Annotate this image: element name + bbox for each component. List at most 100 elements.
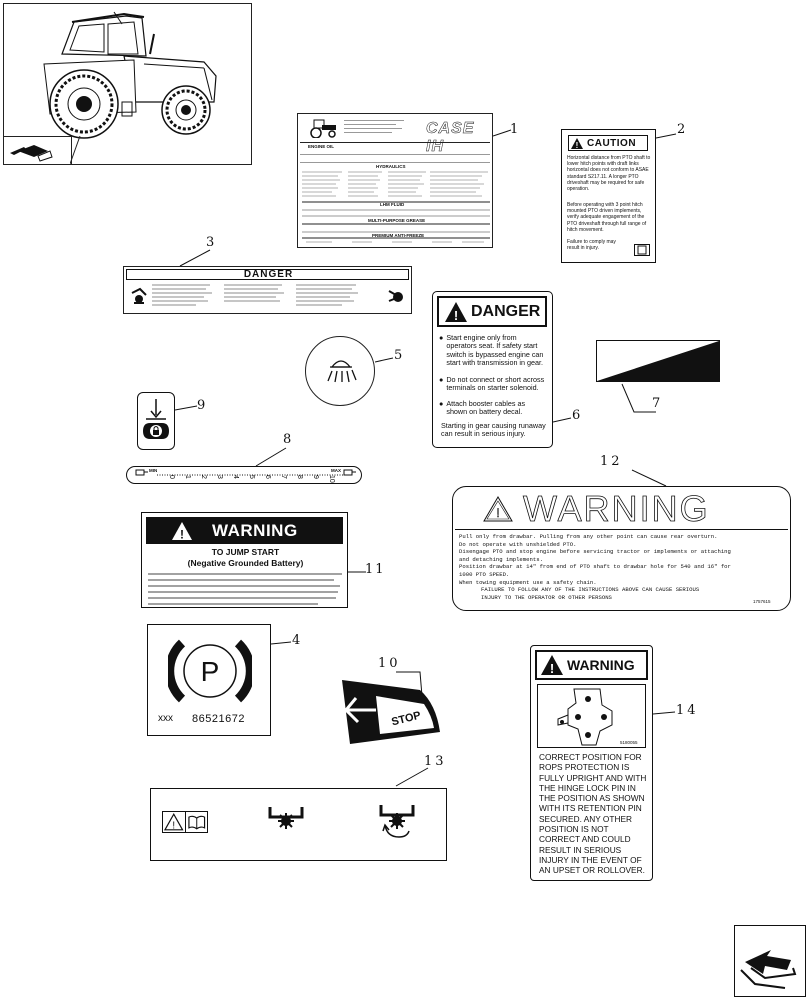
leader-3	[179, 249, 211, 267]
decal-14-rops-warning: ! WARNING 5180055 CORRECT POSITION FOR R…	[530, 645, 653, 881]
callout-9: 9	[197, 398, 206, 413]
tractor-illustration	[43, 11, 217, 139]
differential-lock-icon	[268, 807, 304, 829]
leader-14	[653, 711, 676, 715]
decal-5-work-lamp	[305, 336, 375, 406]
stop-tag-shape: STOP	[342, 680, 440, 744]
tractor-mini-icon	[310, 119, 336, 138]
decal-11-header: WARNING	[212, 520, 298, 540]
gauge-tick-label: 6	[264, 475, 271, 479]
decal-4-parking-brake: P xxx 86521672	[147, 624, 271, 736]
callout-8: 8	[283, 432, 292, 447]
gauge-tick-label: 7	[280, 475, 287, 479]
callout-6: 6	[572, 408, 581, 423]
decal-3-text-lines	[152, 284, 358, 306]
callout-2: 2	[677, 122, 686, 137]
caution-triangle-icon: !	[571, 137, 583, 149]
decal-11-jump-start: ! WARNING TO JUMP START (Negative Ground…	[141, 512, 348, 608]
callout-4: 4	[292, 633, 301, 648]
differential-lock-engage-icon	[379, 805, 415, 838]
decal-1-section-hydraulics: HYDRAULICS	[376, 164, 406, 169]
decal-14-text: CORRECT POSITION FOR ROPS PROTECTION IS …	[539, 752, 647, 876]
leader-8	[255, 447, 287, 467]
decal-4-part-number: 86521672	[192, 713, 245, 725]
tractor-reference-box	[3, 3, 252, 165]
decal-7-diagonal-marker	[596, 340, 720, 382]
folder-arrow-icon	[10, 145, 53, 162]
decal-14-code: 5180055	[620, 740, 638, 745]
callout-12: 12	[600, 454, 623, 469]
gauge-tick-label: 8	[296, 475, 303, 479]
decal-1-brand: CASE IH	[426, 120, 475, 156]
decal-12-line: and detaching implements.	[459, 555, 543, 563]
decal-11-instruction-lines	[148, 573, 342, 605]
footer-slant	[70, 136, 81, 165]
leader-11	[348, 571, 366, 573]
decal-4-prefix: xxx	[158, 713, 173, 724]
gauge-right-icon	[343, 469, 356, 476]
decal-1-section-antifreeze: PREMIUM ANTI-FREEZE	[372, 233, 425, 238]
warning-triangle-icon: !	[172, 521, 192, 540]
decal-12-warning: ! WARNING Pull only from drawbar. Pullin…	[452, 486, 791, 611]
decal-2-header: CAUTION	[587, 137, 637, 149]
svg-text:!: !	[496, 506, 499, 520]
callout-1: 1	[510, 122, 519, 137]
decal-6-header: DANGER	[471, 302, 541, 320]
svg-text:!: !	[576, 141, 579, 149]
decal-1-section-lhm: LHM FLUID	[380, 202, 405, 207]
decal-12-line: Position drawbar at 14" from end of PTO …	[459, 563, 731, 571]
leader-2	[656, 133, 677, 139]
leader-6	[553, 417, 572, 423]
leader-9	[175, 405, 198, 411]
decal-6-bullet3-text: Attach booster cables as shown on batter…	[446, 399, 526, 417]
gauge-tick-label: 1	[184, 475, 191, 479]
svg-text:!: !	[180, 527, 184, 540]
entanglement-hazard-icon	[388, 290, 403, 302]
runover-hazard-icon	[131, 287, 147, 304]
decal-6-bullet1-text: Start engine only from operators seat. I…	[446, 333, 544, 367]
decal-12-code: 1757615	[753, 599, 771, 604]
gauge-tick-label: 4	[232, 475, 239, 479]
gauge-left-icon	[135, 469, 148, 476]
callout-7: 7	[652, 396, 661, 411]
leader-7	[621, 383, 656, 413]
warning-triangle-outline-icon: !	[483, 496, 513, 522]
gauge-line	[157, 474, 347, 476]
gauge-tick-label: 5	[248, 475, 255, 479]
decal-10-stop-tag: STOP	[336, 674, 448, 752]
gauge-max-label: MAX	[331, 468, 341, 473]
decal-3-danger-strip: DANGER	[123, 266, 412, 314]
next-page-arrow-box[interactable]	[734, 925, 806, 997]
decal-12-line: Do not operate with unshielded PTO.	[459, 540, 577, 548]
gauge-min-label: MIN	[149, 468, 158, 473]
decal-12-header: ! WARNING	[483, 488, 765, 529]
decal-12-line: FAILURE TO FOLLOW ANY OF THE INSTRUCTION…	[481, 586, 700, 594]
svg-text:!: !	[550, 661, 554, 675]
svg-text:!: !	[172, 820, 175, 831]
leader-4	[271, 641, 292, 645]
callout-13: 13	[424, 754, 447, 769]
decal-6-bullet3: ●Attach booster cables as shown on batte…	[439, 399, 547, 417]
decal-6-bullet2-text: Do not connect or short across terminals…	[446, 375, 545, 393]
next-page-arrow-icon[interactable]	[735, 926, 805, 996]
reference-footer	[4, 136, 72, 164]
decal-12-text: Pull only from drawbar. Pulling from any…	[459, 533, 785, 601]
decal-3-header: DANGER	[243, 269, 294, 280]
decal-2-caution: ! CAUTION Horizontal distance from PTO s…	[561, 129, 656, 263]
leader-5	[375, 357, 394, 363]
decal-6-header-bar: ! DANGER	[437, 296, 547, 327]
danger-triangle-icon: !	[445, 301, 467, 322]
decal-1-intro-text	[344, 118, 414, 133]
decal-12-line: 1000 PTO SPEED.	[459, 570, 510, 578]
parking-symbol: P	[201, 656, 220, 687]
decal-12-line: When towing equipment use a safety chain…	[459, 578, 597, 586]
warning-triangle-icon-14: !	[541, 655, 563, 675]
rops-hinge-pin-illustration	[557, 688, 613, 746]
leader-1	[493, 129, 512, 137]
decal-14-header: WARNING	[567, 657, 635, 673]
warning-triangle-small-icon: !	[163, 812, 186, 832]
decal-11-title2: (Negative Grounded Battery)	[187, 558, 304, 568]
leader-13	[395, 767, 429, 787]
work-lamp-icon	[327, 360, 357, 383]
